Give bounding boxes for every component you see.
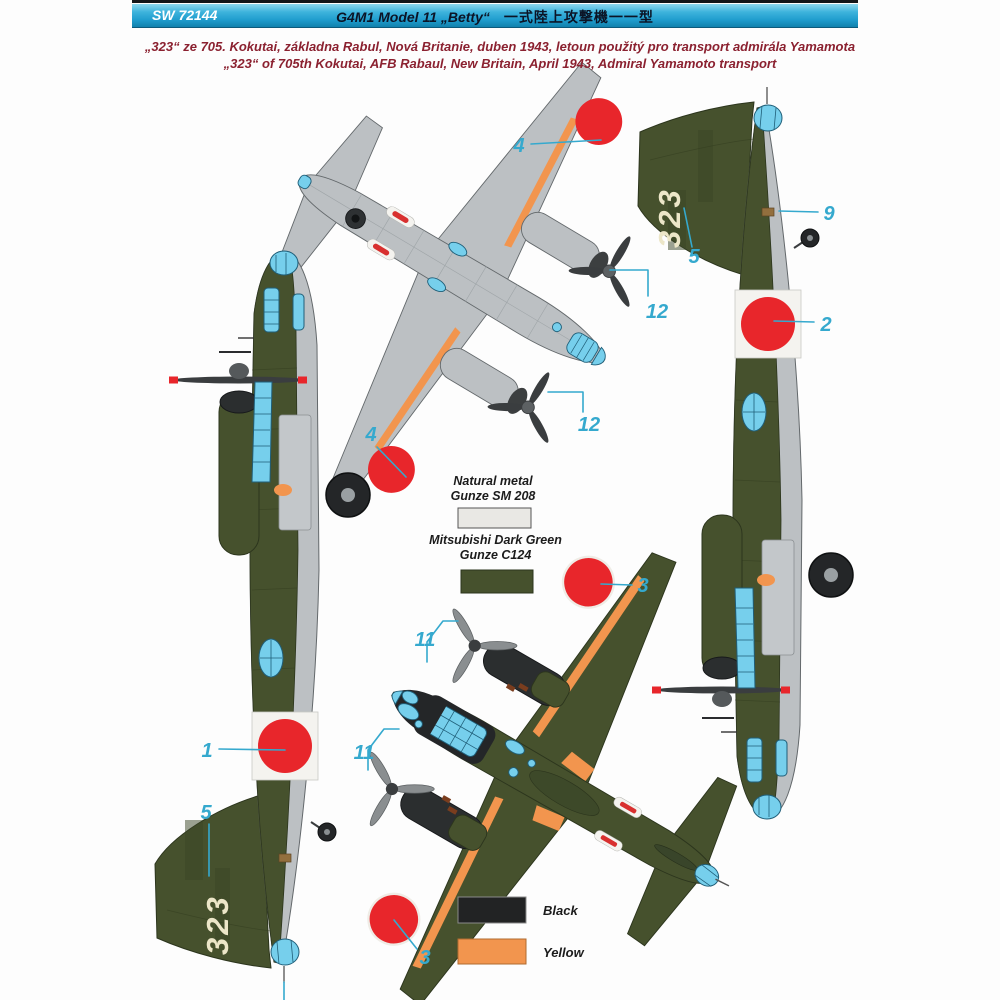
top-view-aircraft (275, 61, 663, 493)
bottom-view-aircraft (336, 552, 738, 1000)
tail-turret-glazing (694, 863, 720, 887)
hinomaru-roundel (575, 98, 623, 145)
tail-code-right-fin: 323 (652, 187, 687, 248)
callout-1-fuselage-hinomaru: 1 (201, 740, 212, 762)
callout-lines (208, 139, 819, 1000)
leading-edge-stripe (374, 327, 461, 453)
legend-dark-green: Mitsubishi Dark Green Gunze C124 (408, 533, 583, 563)
callout-3-upper-wing: 3 (637, 575, 648, 597)
callout-3-lower-wing: 3 (419, 947, 430, 969)
header-top-rule (132, 0, 858, 3)
waist-blister (427, 277, 446, 293)
callout-11-lower-prop: 11 (354, 742, 375, 764)
swatch-natural-metal (457, 507, 532, 529)
scheme-description-english: „323“ of 705th Kokutai, AFB Rabaul, New … (223, 56, 777, 71)
swatch-dark-green (460, 569, 534, 594)
leading-edge-stripe (504, 117, 578, 248)
legend-yellow-label: Yellow (543, 945, 584, 960)
paint-name: Mitsubishi Dark Green (429, 533, 562, 547)
callout-12-lower-prop: 12 (578, 414, 600, 436)
glazed-nose (391, 690, 404, 706)
callout-12-upper-prop: 12 (646, 301, 668, 323)
page-title: G4M1 Model 11 „Betty“ 一式陸上攻撃機一一型 (132, 7, 858, 27)
callout-5-left-fin: 5 (200, 802, 212, 824)
paint-code: Gunze C124 (459, 548, 532, 562)
tail-gun (715, 878, 730, 887)
paint-swatches (457, 507, 534, 965)
scheme-description-czech: „323“ ze 705. Kokutai, základna Rabul, N… (144, 39, 856, 54)
header-bar (132, 4, 858, 28)
kit-title: G4M1 Model 11 „Betty“ (336, 9, 490, 25)
swatch-black (457, 896, 527, 924)
waist-blister (448, 241, 468, 257)
callout-9-fuselage: 9 (823, 203, 835, 225)
legend-black-label: Black (543, 903, 578, 918)
tail-code-left-fin: 323 (200, 894, 235, 955)
glazed-nose (590, 346, 606, 366)
callout-5-right-fin: 5 (688, 246, 700, 268)
hinomaru-roundel (368, 446, 415, 493)
swatch-yellow (457, 938, 527, 965)
left-profile-aircraft (154, 250, 371, 984)
legend-natural-metal: Natural metal Gunze SM 208 (408, 474, 578, 504)
hinomaru-roundel (561, 555, 615, 609)
kit-title-japanese: 一式陸上攻撃機一一型 (503, 9, 654, 25)
bomb-bay (529, 770, 600, 816)
scheme-description: „323“ ze 705. Kokutai, základna Rabul, N… (0, 38, 1000, 72)
callout-4-bottom-wing: 4 (364, 424, 376, 446)
kit-number: SW 72144 (152, 7, 218, 23)
paint-name: Natural metal (453, 474, 533, 488)
callout-4-top-wing: 4 (512, 135, 524, 157)
callout-2-fuselage-hinomaru: 2 (819, 314, 831, 336)
paint-code: Gunze SM 208 (450, 489, 536, 503)
callout-11-upper-prop: 11 (415, 629, 436, 651)
